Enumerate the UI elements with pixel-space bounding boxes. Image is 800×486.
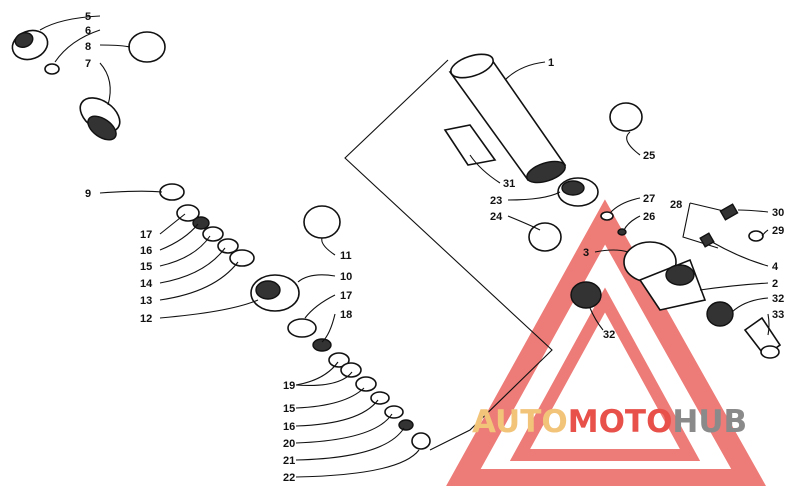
end-cap bbox=[557, 177, 599, 207]
eyelet-bushing bbox=[11, 29, 49, 61]
small-pin bbox=[617, 228, 627, 236]
label-1: 1 bbox=[548, 57, 554, 69]
label-16-lower: 16 bbox=[283, 421, 295, 433]
watermark-text: AUTOMOTOHUB bbox=[472, 404, 747, 440]
rod-nut bbox=[44, 63, 60, 75]
label-31: 31 bbox=[503, 178, 515, 190]
label-24: 24 bbox=[490, 211, 503, 223]
small-o-ring bbox=[600, 211, 614, 221]
label-12: 12 bbox=[140, 313, 152, 325]
label-25: 25 bbox=[643, 150, 655, 162]
label-30: 30 bbox=[772, 207, 784, 219]
label-28: 28 bbox=[670, 199, 682, 211]
washer-9 bbox=[159, 183, 185, 201]
o-ring-25 bbox=[609, 102, 643, 132]
piston-ring bbox=[303, 205, 341, 239]
label-26: 26 bbox=[643, 211, 655, 223]
label-15-lower: 15 bbox=[283, 403, 295, 415]
label-3: 3 bbox=[583, 247, 589, 259]
label-17-upper: 17 bbox=[140, 229, 152, 241]
label-11: 11 bbox=[340, 250, 352, 262]
label-4: 4 bbox=[772, 261, 779, 273]
label-16-upper: 16 bbox=[140, 245, 152, 257]
label-17-lower: 17 bbox=[340, 290, 352, 302]
label-7: 7 bbox=[85, 58, 91, 70]
label-33: 33 bbox=[772, 309, 784, 321]
label-15-upper: 15 bbox=[140, 261, 152, 273]
label-23: 23 bbox=[490, 195, 502, 207]
label-9: 9 bbox=[85, 188, 91, 200]
label-32-left: 32 bbox=[603, 329, 615, 341]
label-2: 2 bbox=[772, 278, 778, 290]
shock-body-tube bbox=[448, 53, 567, 184]
label-27: 27 bbox=[643, 193, 655, 205]
locknut bbox=[411, 432, 431, 450]
assembly-connector bbox=[344, 59, 553, 451]
label-19: 19 bbox=[283, 380, 295, 392]
seal-head bbox=[79, 97, 121, 141]
o-ring-8 bbox=[128, 31, 166, 63]
part-number-labels: 5 6 8 7 9 17 16 15 14 13 12 11 10 17 18 … bbox=[85, 11, 784, 484]
leader-lines-left bbox=[39, 15, 420, 478]
valve-assembly bbox=[682, 202, 764, 249]
leader-lines-right bbox=[469, 61, 770, 336]
bushing-left bbox=[570, 281, 602, 309]
label-18: 18 bbox=[340, 309, 352, 321]
watermark-logo bbox=[446, 199, 766, 486]
watermark-part-2: MOTO bbox=[568, 404, 673, 440]
label-20: 20 bbox=[283, 438, 295, 450]
reservoir-housing bbox=[623, 241, 707, 311]
label-14: 14 bbox=[140, 278, 153, 290]
bushing-right bbox=[706, 301, 734, 327]
label-21: 21 bbox=[283, 455, 295, 467]
label-5: 5 bbox=[85, 11, 91, 23]
label-29: 29 bbox=[772, 225, 784, 237]
label-6: 6 bbox=[85, 25, 91, 37]
piston bbox=[250, 274, 300, 312]
bladder-slot bbox=[443, 124, 497, 166]
label-13: 13 bbox=[140, 295, 152, 307]
spacer-sleeve bbox=[743, 316, 782, 359]
retaining-clip bbox=[528, 222, 562, 252]
watermark-part-3: HUB bbox=[672, 404, 747, 440]
watermark-part-1: AUTO bbox=[472, 404, 568, 440]
label-10: 10 bbox=[340, 271, 352, 283]
label-22: 22 bbox=[283, 472, 295, 484]
shim-stack-lower bbox=[287, 318, 414, 431]
label-8: 8 bbox=[85, 41, 91, 53]
shim-stack-upper bbox=[176, 204, 255, 267]
label-32-right: 32 bbox=[772, 293, 784, 305]
